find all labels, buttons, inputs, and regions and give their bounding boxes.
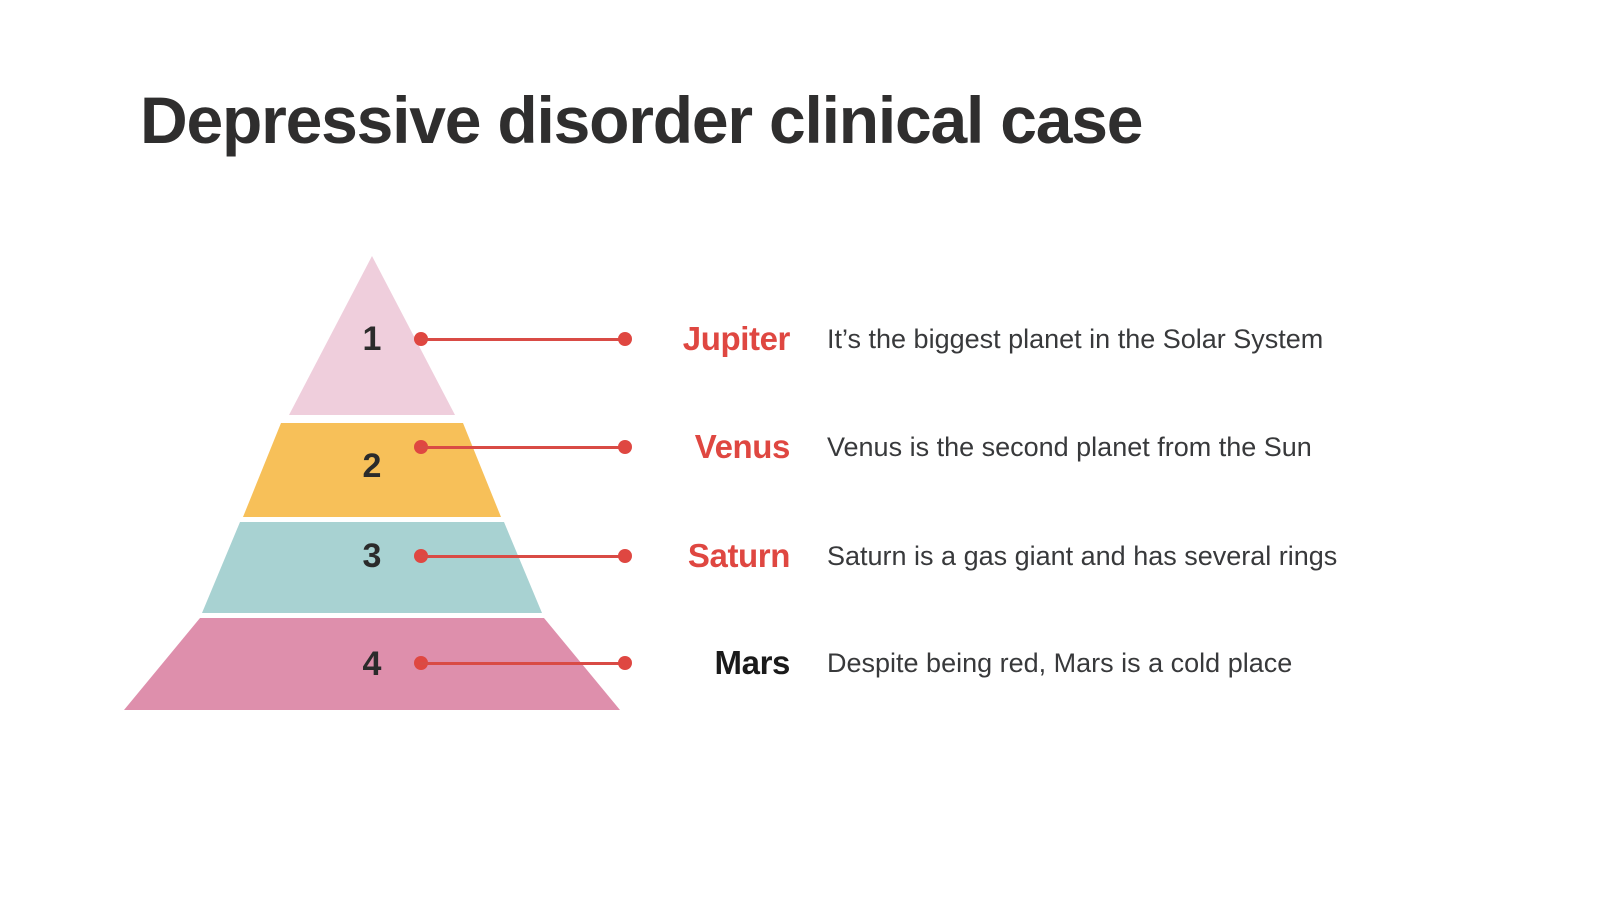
connector-stroke [420,662,626,665]
connector-dot-icon [618,656,632,670]
connector-stroke [420,555,626,558]
legend-description-jupiter: It’s the biggest planet in the Solar Sys… [827,324,1324,354]
legend-description-saturn: Saturn is a gas giant and has several ri… [827,541,1338,571]
connector-line-3 [414,549,632,563]
legend-item-mars: Mars Despite being red, Mars is a cold p… [0,636,1600,690]
legend-item-jupiter: Jupiter It’s the biggest planet in the S… [0,312,1600,366]
pyramid-tier-number-1: 1 [362,320,382,358]
connector-dot-icon [618,332,632,346]
connector-stroke [420,338,626,341]
connector-stroke [420,446,626,449]
connector-line-4 [414,656,632,670]
legend-item-saturn: Saturn Saturn is a gas giant and has sev… [0,529,1600,583]
connector-dot-icon [618,549,632,563]
legend-label-saturn: Saturn [687,537,791,574]
legend-label-jupiter: Jupiter [682,320,791,357]
legend-description-venus: Venus is the second planet from the Sun [827,432,1312,462]
legend-item-venus: Venus Venus is the second planet from th… [0,420,1600,474]
connector-line-2 [414,440,632,454]
pyramid-tier-number-2: 2 [362,447,382,485]
legend-description-mars: Despite being red, Mars is a cold place [827,648,1293,678]
pyramid-tier-number-4: 4 [362,645,382,683]
legend-label-mars: Mars [714,644,791,681]
page-title: Depressive disorder clinical case [140,83,1144,157]
connector-line-1 [414,332,632,346]
pyramid-tier-number-3: 3 [362,537,382,575]
legend-label-venus: Venus [694,428,791,465]
connector-dot-icon [618,440,632,454]
